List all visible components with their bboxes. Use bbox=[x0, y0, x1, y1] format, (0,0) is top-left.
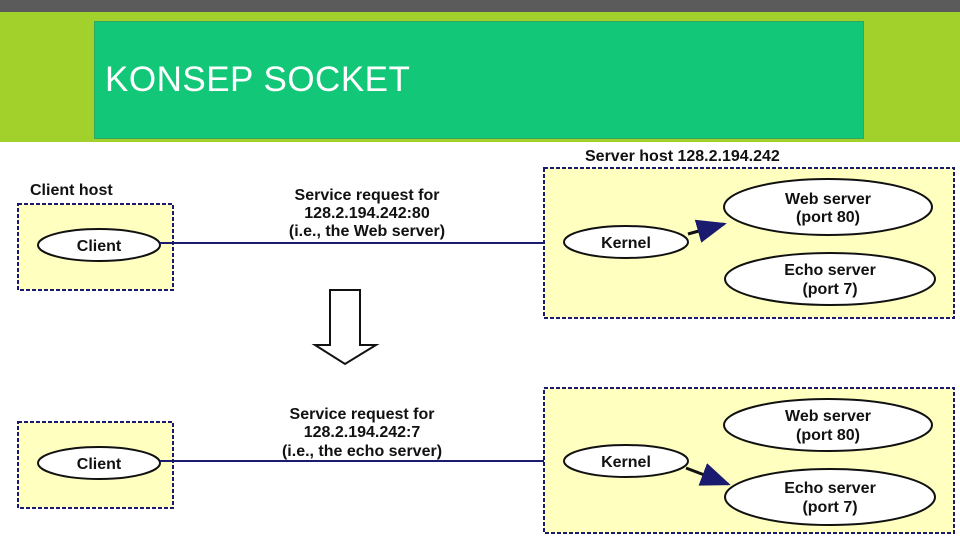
echo-server-line2-2: (port 7) bbox=[802, 499, 857, 516]
request-line3-2: (i.e., the echo server) bbox=[282, 443, 442, 460]
kernel-node-2 bbox=[563, 444, 689, 478]
kernel-to-echo-arrow bbox=[685, 463, 731, 486]
slide-title: KONSEP SOCKET bbox=[105, 60, 411, 99]
client-label-1: Client bbox=[77, 238, 122, 255]
echo-server-line2-1: (port 7) bbox=[802, 281, 857, 298]
client-node-1 bbox=[37, 228, 161, 262]
web-server-node-1 bbox=[723, 178, 933, 236]
server-host-label: Server host 128.2.194.242 bbox=[585, 148, 780, 165]
title-box: KONSEP SOCKET bbox=[94, 21, 864, 139]
web-server-line1-1: Web server bbox=[785, 191, 871, 208]
client-label-2: Client bbox=[77, 456, 122, 473]
kernel-to-web-arrow bbox=[687, 219, 727, 243]
echo-server-node-2 bbox=[724, 468, 936, 526]
request-line1-1: Service request for bbox=[295, 187, 440, 204]
echo-server-line1-2: Echo server bbox=[784, 480, 876, 497]
web-server-line2-1: (port 80) bbox=[796, 209, 860, 226]
echo-server-line1-1: Echo server bbox=[784, 262, 876, 279]
request-line3-1: (i.e., the Web server) bbox=[289, 223, 445, 240]
kernel-label-1: Kernel bbox=[601, 235, 651, 252]
echo-server-node-1 bbox=[724, 252, 936, 306]
top-bar bbox=[0, 0, 960, 12]
client-host-label: Client host bbox=[30, 182, 113, 199]
web-server-line2-2: (port 80) bbox=[796, 427, 860, 444]
client-node-2 bbox=[37, 446, 161, 480]
request-line1-2: Service request for bbox=[290, 406, 435, 423]
request-line2-2: 128.2.194.242:7 bbox=[304, 424, 421, 441]
web-server-line1-2: Web server bbox=[785, 408, 871, 425]
kernel-label-2: Kernel bbox=[601, 454, 651, 471]
request-line2-1: 128.2.194.242:80 bbox=[304, 205, 430, 222]
kernel-node-1 bbox=[563, 225, 689, 259]
web-server-node-2 bbox=[723, 398, 933, 452]
down-arrow-icon bbox=[311, 289, 380, 366]
